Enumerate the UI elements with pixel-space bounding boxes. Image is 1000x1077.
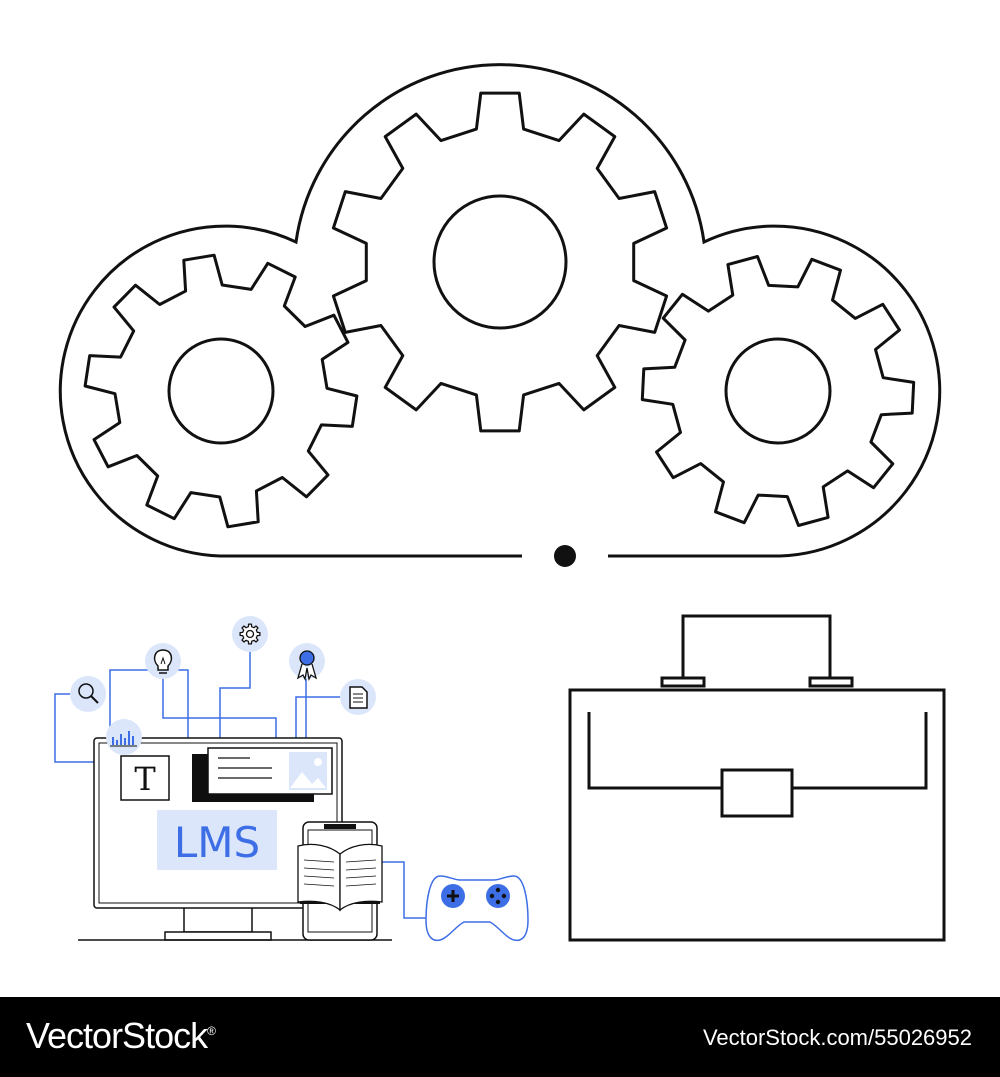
gear-icon — [83, 253, 359, 529]
gear-hole — [724, 337, 832, 445]
gear-outline — [83, 253, 359, 529]
gear-hole — [245, 629, 255, 639]
text-glyph: T — [134, 760, 156, 798]
gear-outline — [640, 255, 916, 527]
book-icon — [297, 843, 383, 912]
document-icon — [340, 679, 376, 715]
brand-name: VectorStock — [26, 1015, 208, 1056]
gear-outline — [331, 91, 669, 433]
gear-outline — [239, 623, 261, 645]
text-box: T — [120, 755, 170, 801]
cloud-outline — [58, 63, 942, 558]
lms-label-box: LMS — [157, 810, 277, 870]
gear-hole — [432, 194, 568, 330]
gamepad-icon — [425, 875, 529, 942]
award-icon — [289, 643, 325, 682]
cloud-dot — [554, 545, 576, 567]
illustration: T LMS — [54, 63, 946, 942]
lms-scene: T LMS — [54, 616, 529, 942]
bar-chart-icon — [106, 719, 142, 755]
gear-icon — [232, 616, 268, 652]
lms-label: LMS — [174, 818, 260, 867]
footer-bar: VectorStock® VectorStock.com/55026952 — [0, 997, 1000, 1077]
footer-url: VectorStock.com/55026952 — [702, 1025, 972, 1050]
gear-hole — [167, 337, 275, 445]
connector-lines — [54, 650, 432, 919]
briefcase-icon — [568, 614, 946, 942]
search-icon — [70, 676, 106, 712]
gear-icon — [640, 255, 916, 527]
content-card — [207, 747, 333, 795]
brand-mark: ® — [207, 1024, 216, 1038]
footer-brand: VectorStock® — [26, 1015, 216, 1057]
image-icon — [289, 752, 327, 790]
lightbulb-icon — [145, 643, 181, 679]
gear-icon — [331, 91, 669, 433]
